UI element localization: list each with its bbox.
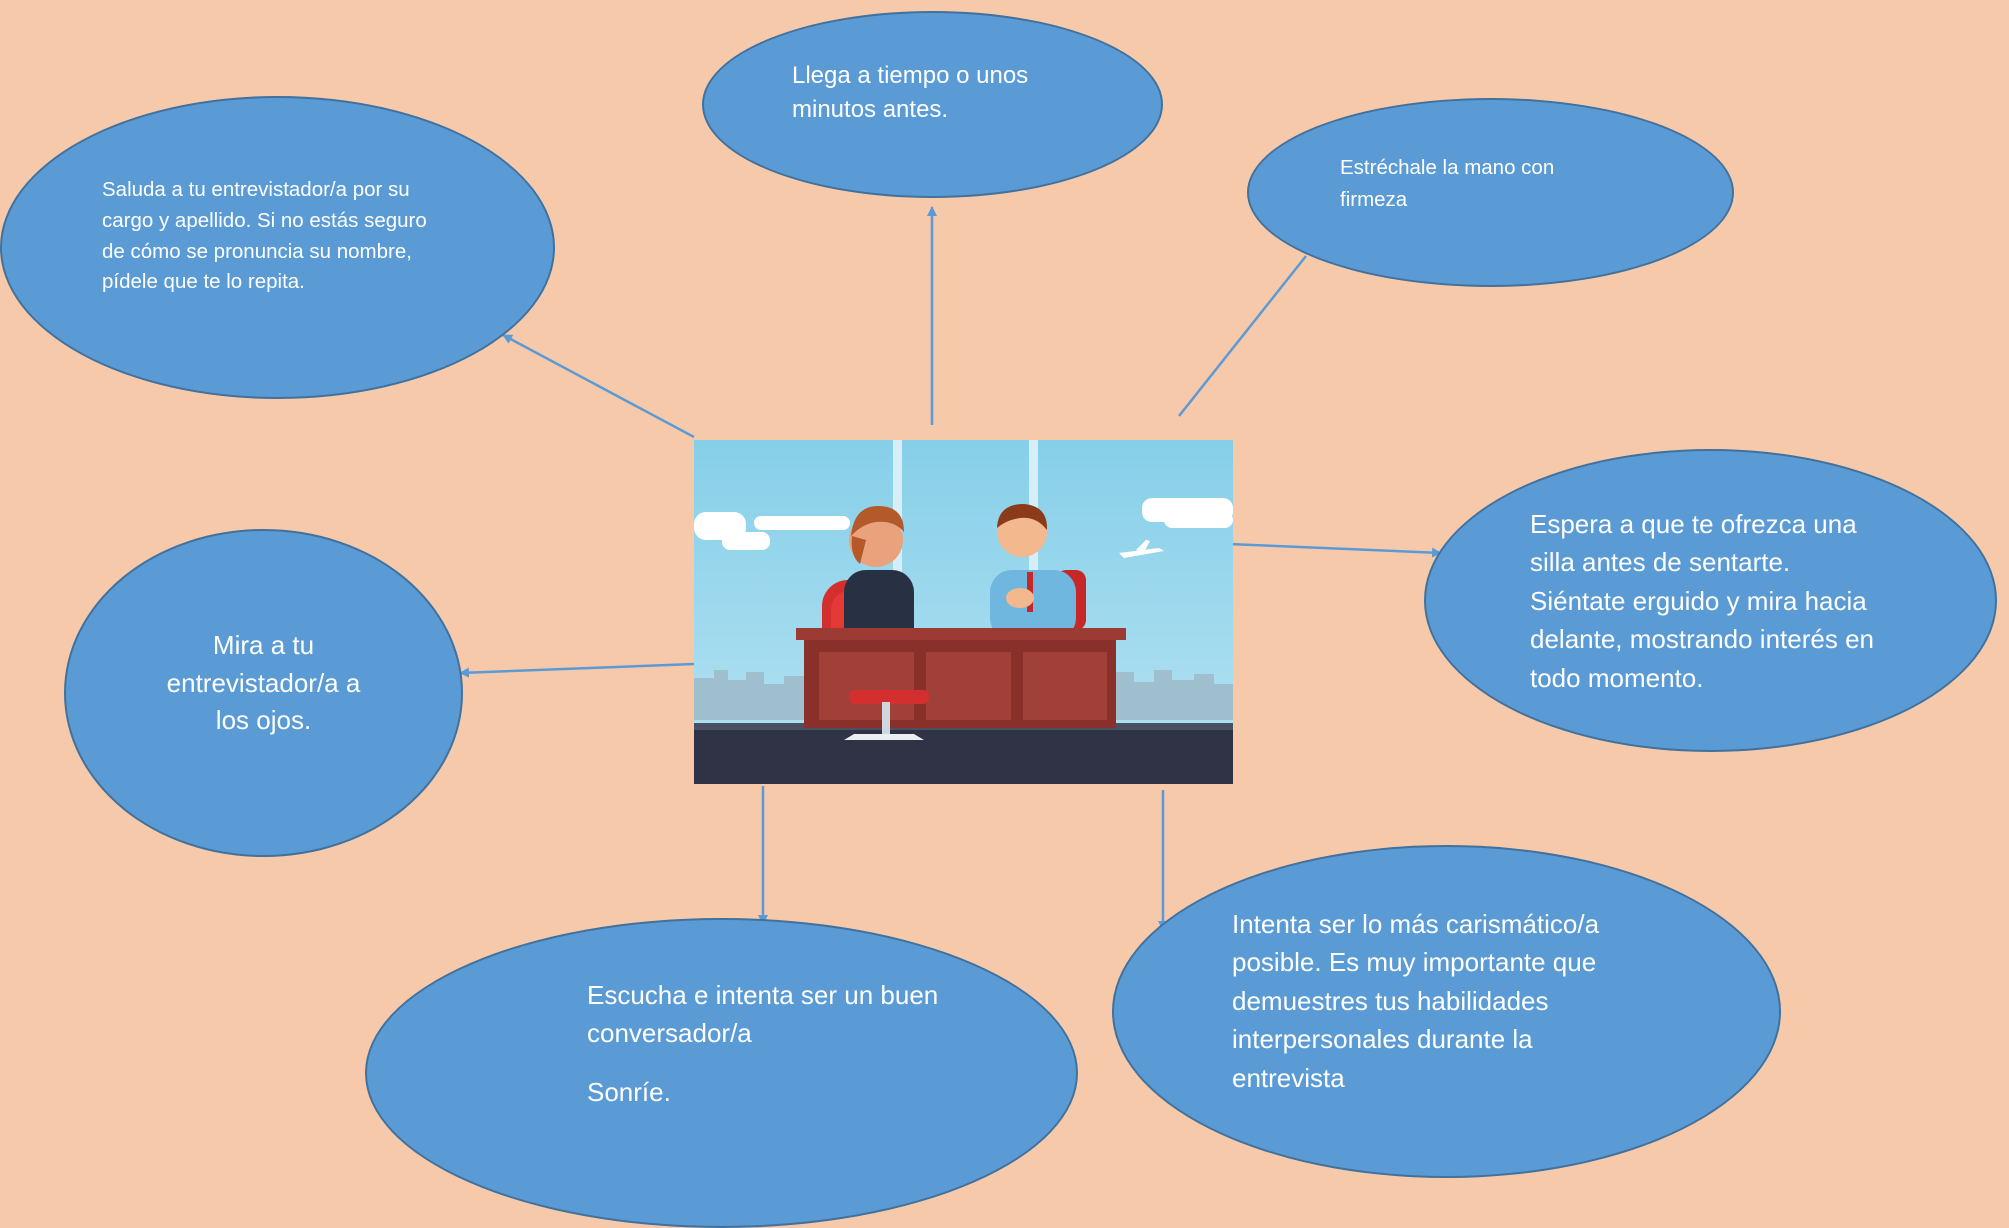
bubble-bottom-left-line: conversador/a (587, 1018, 752, 1049)
job-interview-illustration (694, 440, 1233, 784)
bubble-left-line: Mira a tu (212, 630, 315, 660)
connector-to-top-right-bubble (1178, 255, 1307, 417)
bubble-bottom-right-line: Intenta ser lo más carismático/a (1232, 909, 1600, 939)
bubble-top-left-line: cargo y apellido. Si no estás seguro (102, 208, 427, 232)
bubble-left-line: los ojos. (215, 705, 312, 736)
bubble-bottom-left-smile: Sonríe. (587, 1076, 671, 1107)
bubble-bottom-right-line: demuestres tus habilidades (1232, 985, 1549, 1016)
bubble-bottom-right: Intenta ser lo más carismático/a posible… (1112, 845, 1781, 1178)
arrow-to-right-bubble (1228, 542, 1442, 558)
bubble-top-left-line: pídele que te lo repita. (102, 270, 305, 294)
bubble-top-right-line: firmeza (1340, 187, 1408, 211)
bubble-top: Llega a tiempo o unos minutos antes. (702, 11, 1163, 198)
bubble-bottom-right-line: entrevista (1232, 1062, 1345, 1093)
bubble-right-line: todo momento. (1530, 662, 1704, 693)
arrow-to-top-left-bubble (502, 333, 695, 439)
bubble-left: Mira a tu entrevistador/a a los ojos. (64, 529, 463, 857)
bubble-bottom-left: Escucha e intenta ser un buen conversado… (365, 918, 1078, 1228)
bubble-top-left-line: Saluda a tu entrevistador/a por su (102, 178, 410, 201)
bubble-bottom-right-line: interpersonales durante la (1232, 1024, 1533, 1055)
bubble-right: Espera a que te ofrezca una silla antes … (1424, 449, 1997, 752)
bubble-top-line: minutos antes. (792, 95, 949, 123)
bubble-top-left-line: de cómo se pronuncia su nombre, (102, 239, 412, 263)
bubble-top-line: Llega a tiempo o unos (792, 62, 1029, 89)
bubble-top-right-line: Estréchale la mano con (1340, 156, 1555, 179)
arrow-to-left-bubble (459, 662, 695, 678)
bubble-bottom-left-line: Escucha e intenta ser un buen (587, 980, 939, 1010)
bubble-bottom-right-line: posible. Es muy importante que (1232, 947, 1597, 978)
bubble-right-line: delante, mostrando interés en (1530, 624, 1874, 655)
bubble-left-line: entrevistador/a a (166, 667, 361, 698)
bubble-right-line: silla antes de sentarte. (1530, 547, 1791, 578)
bubble-right-line: Siéntate erguido y mira hacia (1530, 585, 1867, 616)
bubble-right-line: Espera a que te ofrezca una (1530, 509, 1857, 539)
bubble-top-left: Saluda a tu entrevistador/a por su cargo… (0, 96, 555, 399)
bubble-top-right: Estréchale la mano con firmeza (1247, 98, 1734, 287)
